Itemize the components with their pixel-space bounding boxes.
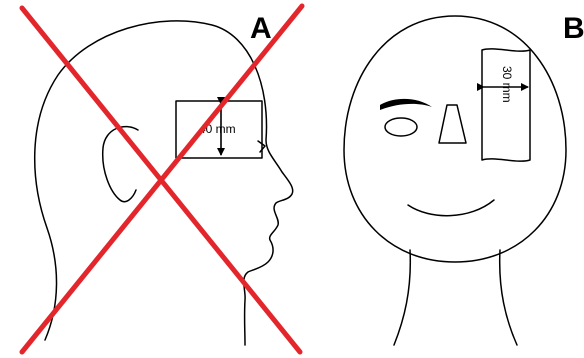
- neck-right: [500, 250, 517, 345]
- panel-b: 30 mm B: [344, 12, 584, 345]
- neck-left: [394, 250, 410, 345]
- eye: [385, 118, 417, 136]
- cross-out-mark: [22, 6, 302, 352]
- dimension-label-30mm: 30 mm: [500, 66, 514, 103]
- eyebrow: [380, 99, 432, 110]
- nose: [439, 105, 466, 143]
- ear-outline: [103, 127, 138, 202]
- panel-a: 40 mm A: [22, 6, 302, 352]
- panel-label-b: B: [563, 12, 584, 45]
- mouth: [408, 200, 494, 216]
- front-head-outline: [344, 16, 566, 262]
- panel-label-a: A: [250, 12, 272, 45]
